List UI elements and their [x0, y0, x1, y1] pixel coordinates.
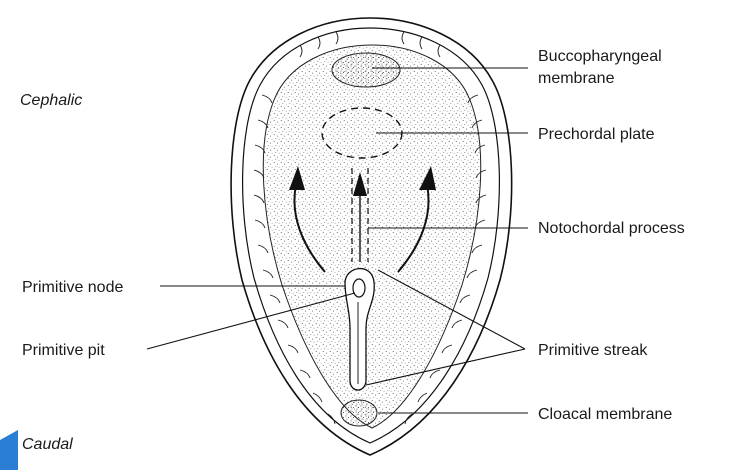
- primitive-node-label: Primitive node: [22, 279, 123, 296]
- caudal-label: Caudal: [22, 436, 73, 453]
- cloacal-membrane: [341, 400, 377, 426]
- prechordal-plate-label: Prechordal plate: [538, 126, 655, 143]
- notochordal-process-label: Notochordal process: [538, 220, 685, 237]
- primitive-pit-label: Primitive pit: [22, 342, 105, 359]
- buccopharyngeal-label-line2: membrane: [538, 70, 615, 87]
- buccopharyngeal-label-line1: Buccopharyngeal: [538, 48, 662, 65]
- corner-mark: [0, 430, 18, 470]
- primitive-streak-label: Primitive streak: [538, 342, 648, 359]
- buccopharyngeal-membrane: [332, 53, 400, 87]
- cloacal-membrane-label: Cloacal membrane: [538, 406, 672, 423]
- primitive-pit: [353, 279, 365, 297]
- cephalic-label: Cephalic: [20, 92, 82, 109]
